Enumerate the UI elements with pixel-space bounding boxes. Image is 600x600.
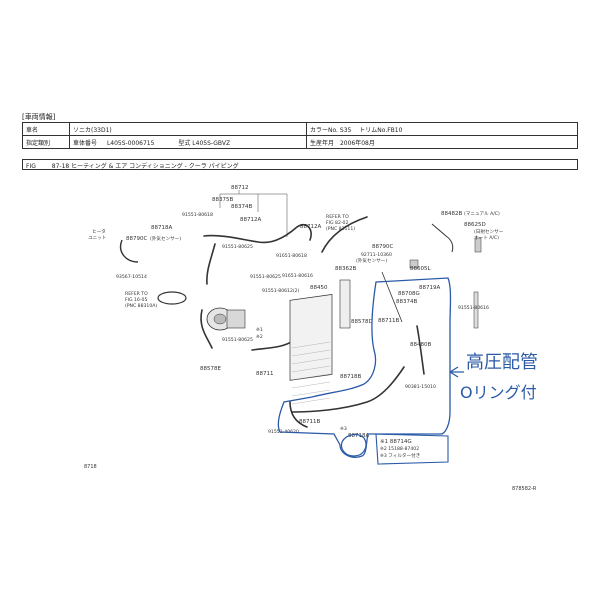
label-88480B: 88480B: [410, 342, 431, 348]
sensor-88625D: [474, 237, 482, 253]
footer-right: 878582-R: [512, 486, 537, 492]
label-heater-unit2: ユニット: [88, 235, 106, 241]
label-88790C-1: 88790C: [126, 236, 147, 242]
chassis-label: 車体番号: [73, 139, 98, 147]
trim-label: トリムNo.: [359, 126, 388, 134]
label-88578D: 88578D: [351, 319, 373, 325]
annotation-line1: 高圧配管: [466, 352, 538, 373]
parts-diagram: 88712 88375B 88374B 88712A 88712A 88718A…: [88, 185, 538, 465]
label-88712A-1: 88712A: [240, 217, 261, 223]
parts-sheet: [車両情報] 車名 ソニカ(33D1) カラーNo. S35 トリムNo.FB1…: [22, 112, 578, 492]
label-91551-80616: 91551-80616: [458, 305, 489, 311]
fig-title: 87-18 ヒーティング & エア コンディショニング - クーラ パイピング: [51, 163, 239, 170]
model-label: 型式: [178, 139, 191, 147]
compressor: [206, 307, 246, 331]
label-88578E: 88578E: [200, 366, 221, 372]
label-88625D-note1: (日射センサー: [474, 228, 504, 235]
label-88711B: 88711B: [378, 318, 399, 324]
chassis-value: L405S-0006715: [106, 139, 155, 147]
annotation-line2: Oリング付: [460, 383, 537, 402]
label-88718B: 88718B: [340, 374, 361, 380]
label-refer-to-1: REFER TO: [125, 291, 148, 297]
class-label: 指定類別: [22, 135, 70, 149]
mark-2: ※2: [256, 334, 263, 340]
label-91551-80612: 91551-80612(2): [262, 288, 300, 294]
label-88790C-2: 88790C: [372, 244, 393, 250]
fig-label: FIG: [26, 163, 36, 170]
color-label: カラーNo.: [310, 126, 338, 134]
handwritten-annotation: 高圧配管 Oリング付: [277, 277, 538, 465]
label-91551-80625b: 91551-80625: [250, 274, 281, 280]
label-88790C-1-note: (外気センサー): [150, 235, 181, 242]
label-88625D-note2: オート A/C): [474, 235, 499, 241]
label-88625D: 88625D: [464, 222, 486, 228]
pipes: [200, 216, 425, 428]
trim-value: FB10: [387, 126, 403, 134]
section-title: [車両情報]: [22, 113, 56, 121]
label-88605L: 88605L: [410, 266, 431, 272]
drive-belt: [157, 291, 187, 305]
label-91651-80616: 91651-80616: [282, 273, 313, 279]
figure-title-row: FIG 87-18 ヒーティング & エア コンディショニング - クーラ パイ…: [22, 159, 578, 170]
label-91651-80618: 91651-80618: [276, 253, 307, 259]
footer-left: 8718: [84, 464, 97, 470]
fitting-88719A: [409, 259, 419, 269]
label-90381-15010: 90381-15010: [405, 384, 436, 390]
label-refer-to-2b: FIG 82-02: [326, 220, 348, 226]
label-refer-to-1c: (PNC 88310A): [125, 303, 157, 309]
label-93567-10514: 93567-10514: [116, 274, 147, 280]
mark-1: ※1: [256, 327, 263, 333]
label-88711B-2: 88711B: [299, 419, 320, 425]
label-88719A: 88719A: [419, 285, 440, 291]
model-value: L405S-GBVZ: [192, 139, 231, 147]
label-88482B: 88482B: [441, 211, 462, 217]
label-refer-to-2: REFER TO: [326, 214, 349, 220]
label-88708G: 88708G: [398, 291, 420, 297]
label-88374B-top: 88374B: [231, 204, 252, 210]
chassis-cell: 車体番号 L405S-0006715 型式 L405S-GBVZ: [69, 135, 307, 149]
receiver-bracket: [339, 279, 351, 329]
label-91551-80618a: 91551-80618: [182, 212, 213, 218]
part-labels: 88712 88375B 88374B 88712A 88712A 88718A…: [88, 185, 504, 459]
label-88712A-2: 88712A: [300, 224, 321, 230]
label-88718A: 88718A: [151, 225, 172, 231]
label-91551-80625c: 91551-80625: [222, 337, 253, 343]
condenser: [289, 294, 333, 405]
prod-value: 2006年08月: [339, 139, 375, 147]
label-88482B-note: (マニュアル A/C): [464, 211, 500, 217]
label-note1: ※1 88714G: [380, 439, 412, 445]
label-88362B: 88362B: [335, 266, 356, 272]
label-92711-10360: 92711-10360: [361, 252, 392, 258]
heater-hose: [120, 239, 139, 263]
label-88374B: 88374B: [396, 299, 417, 305]
label-note3: ※3 フィルター付き: [380, 452, 420, 459]
mark-3: ※3: [340, 426, 347, 432]
label-heater-unit: ヒータ: [92, 228, 106, 235]
label-88790C-2-note: (外気センサー): [356, 257, 387, 264]
color-value: S35: [339, 126, 352, 134]
label-88718A-2: 88718A: [348, 433, 369, 439]
sensor-88482B: [431, 223, 454, 253]
label-88375B: 88375B: [212, 197, 233, 203]
label-88712: 88712: [231, 185, 249, 191]
prod-cell: 生産年月 2006年08月: [306, 135, 578, 149]
label-91551-80625a: 91551-80625: [222, 244, 253, 250]
label-note2: ※2 15188-87402: [380, 446, 419, 452]
label-88450: 88450: [310, 285, 328, 291]
prod-label: 生産年月: [310, 139, 335, 147]
label-refer-to-2c: (PNC 82111): [326, 226, 355, 232]
vehicle-info-table: 車名 ソニカ(33D1) カラーNo. S35 トリムNo.FB10 指定類別 …: [22, 122, 578, 149]
callout-lines: [219, 190, 288, 237]
label-refer-to-1b: FIG 16-05: [125, 297, 147, 303]
label-88711: 88711: [256, 371, 274, 377]
